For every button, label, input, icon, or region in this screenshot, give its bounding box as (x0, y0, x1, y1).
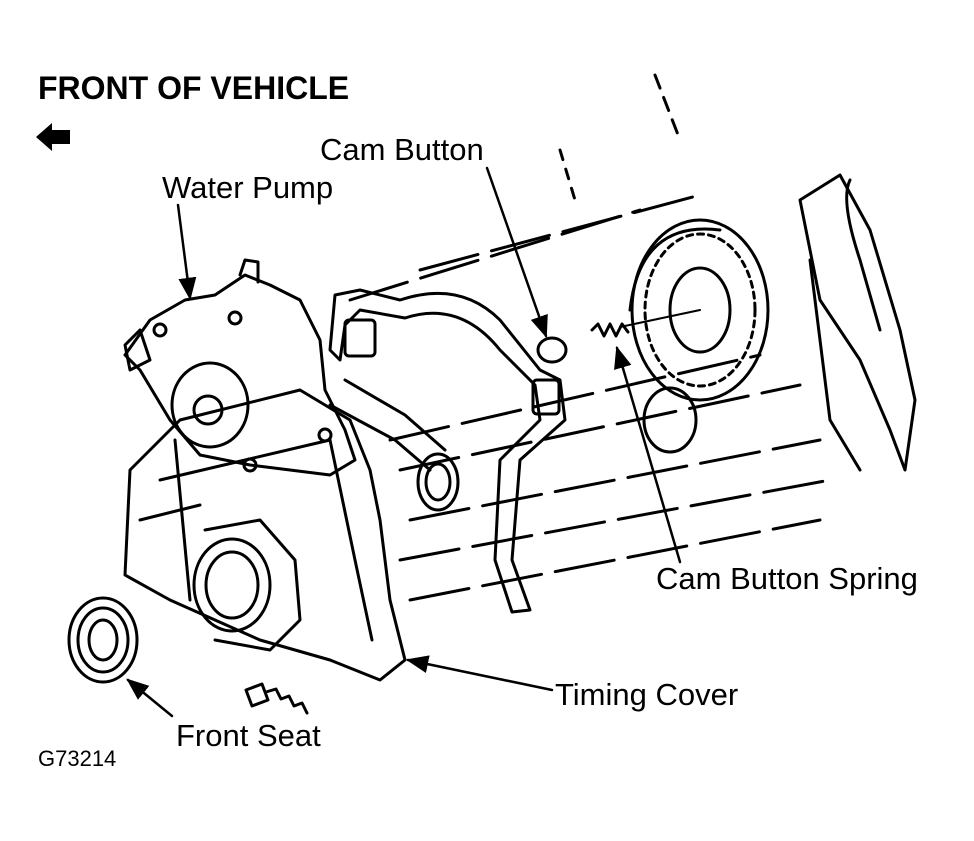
coolant-outlet-pipe (328, 403, 432, 472)
engine-block-rear (798, 173, 917, 472)
camshaft-sprocket (628, 218, 770, 402)
label-front-seat: Front Seat (176, 718, 321, 753)
bolt (244, 682, 309, 715)
label-cam-button: Cam Button (320, 132, 484, 167)
figure-id: G73214 (38, 746, 117, 771)
timing-cover-gasket (328, 288, 567, 614)
heading-front-of-vehicle: FRONT OF VEHICLE (38, 70, 350, 106)
cam-button (536, 336, 568, 364)
arrow-left-icon (36, 123, 70, 151)
label-cam-button-spring: Cam Button Spring (656, 561, 918, 596)
leader-lines (126, 166, 682, 718)
crankshaft-sprocket (642, 386, 698, 454)
label-timing-cover: Timing Cover (555, 677, 739, 712)
label-water-pump: Water Pump (162, 170, 334, 205)
water-pump (123, 258, 357, 477)
timing-cover (123, 388, 407, 682)
engine-block-outline (348, 193, 832, 602)
front-seal (67, 596, 139, 684)
